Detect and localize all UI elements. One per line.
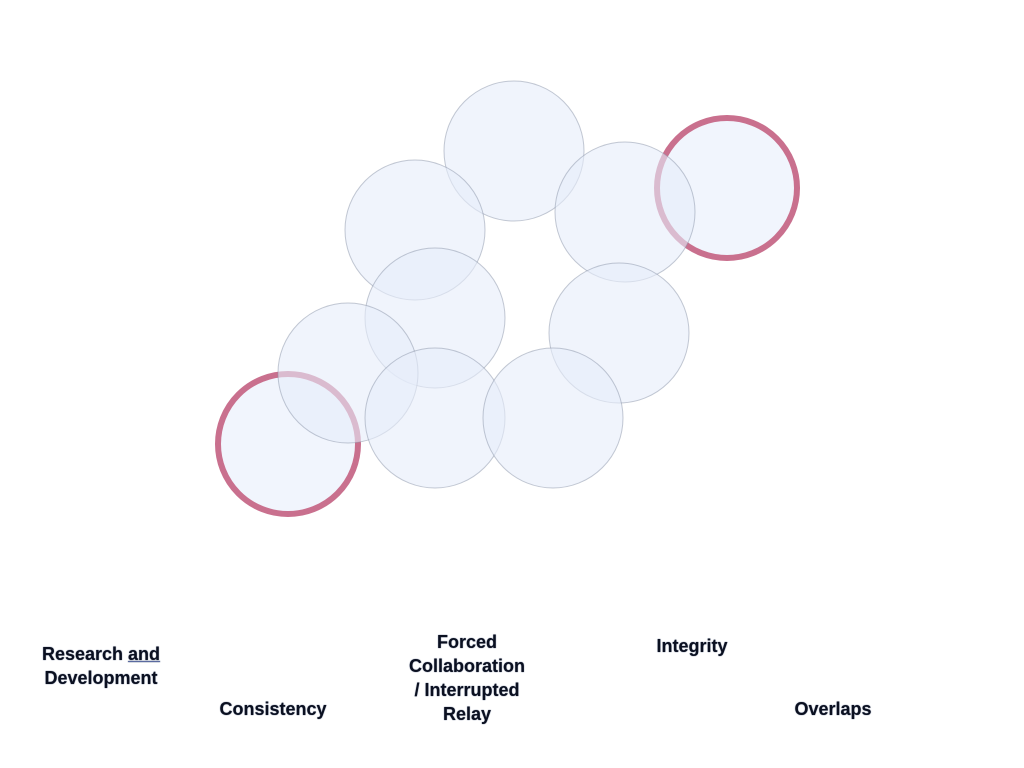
label-text: Development	[44, 668, 158, 688]
label-overlaps: Overlaps	[794, 699, 872, 719]
label-integrity: Integrity	[656, 636, 728, 656]
circle	[482, 347, 624, 489]
label-forced-collaboration: Forced Collaboration / Interrupted Relay	[409, 630, 525, 726]
label-text: Collaboration	[409, 656, 525, 676]
label-text: Forced	[436, 632, 497, 652]
label-text: Research	[41, 644, 124, 664]
circle	[554, 141, 696, 283]
label-consistency: Consistency	[219, 699, 327, 719]
label-text: Relay	[442, 704, 492, 724]
label-text-underlined: and	[128, 644, 161, 664]
label-research-and-development: Research and Development	[42, 642, 160, 690]
label-text: / Interrupted	[414, 680, 520, 700]
circle	[443, 80, 585, 222]
